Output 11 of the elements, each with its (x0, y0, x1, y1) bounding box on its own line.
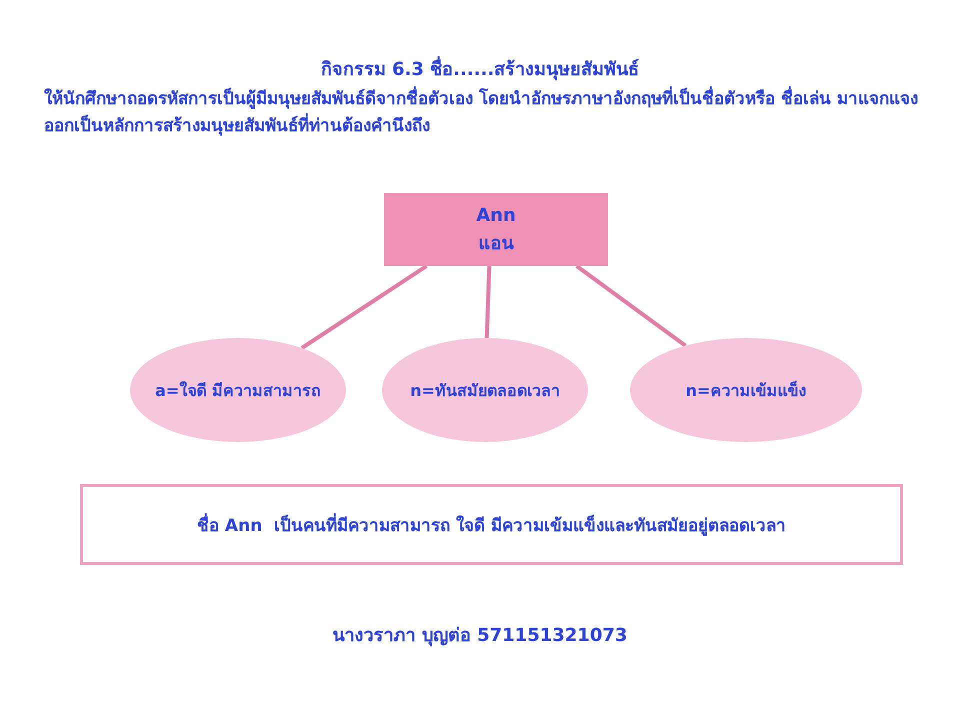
summary-box: ชื่อ Ann เป็นคนที่มีความสามารถ ใจดี มีความเข้มแข็งและทันสมัยอยู่ตลอดเวลา (80, 484, 903, 565)
trait-ellipse: n=ทันสมัยตลอดเวลา (382, 338, 588, 442)
connector-line (575, 264, 687, 348)
trait-ellipse: a=ใจดี มีความสามารถ (130, 338, 346, 442)
trait-ellipse: n=ความเข้มแข็ง (630, 338, 862, 442)
author-text: นางวราภา บุญต่อ 571151321073 (332, 624, 628, 648)
connector-line (300, 264, 428, 350)
title: กิจกรรม 6.3 ชื่อ......สร้างมนุษยสัมพันธ์ (0, 54, 960, 83)
instruction-text: ให้นักศึกษาถอดรหัสการเป็นผู้มีมนุษยสัมพันธ์ดีจากชื่อตัวเอง โดยนำอักษรภาษาอังกฤษที่เป็นชื่อตัวหรือ ชื่อเล่น มาแจกแจงออกเป็นหลักการสร้างมนุษยสัมพันธ์ที่ท่านต้องคำนึงถึง (44, 86, 924, 140)
name-box: Ann แอน (384, 193, 608, 266)
connector-line (484, 266, 492, 338)
